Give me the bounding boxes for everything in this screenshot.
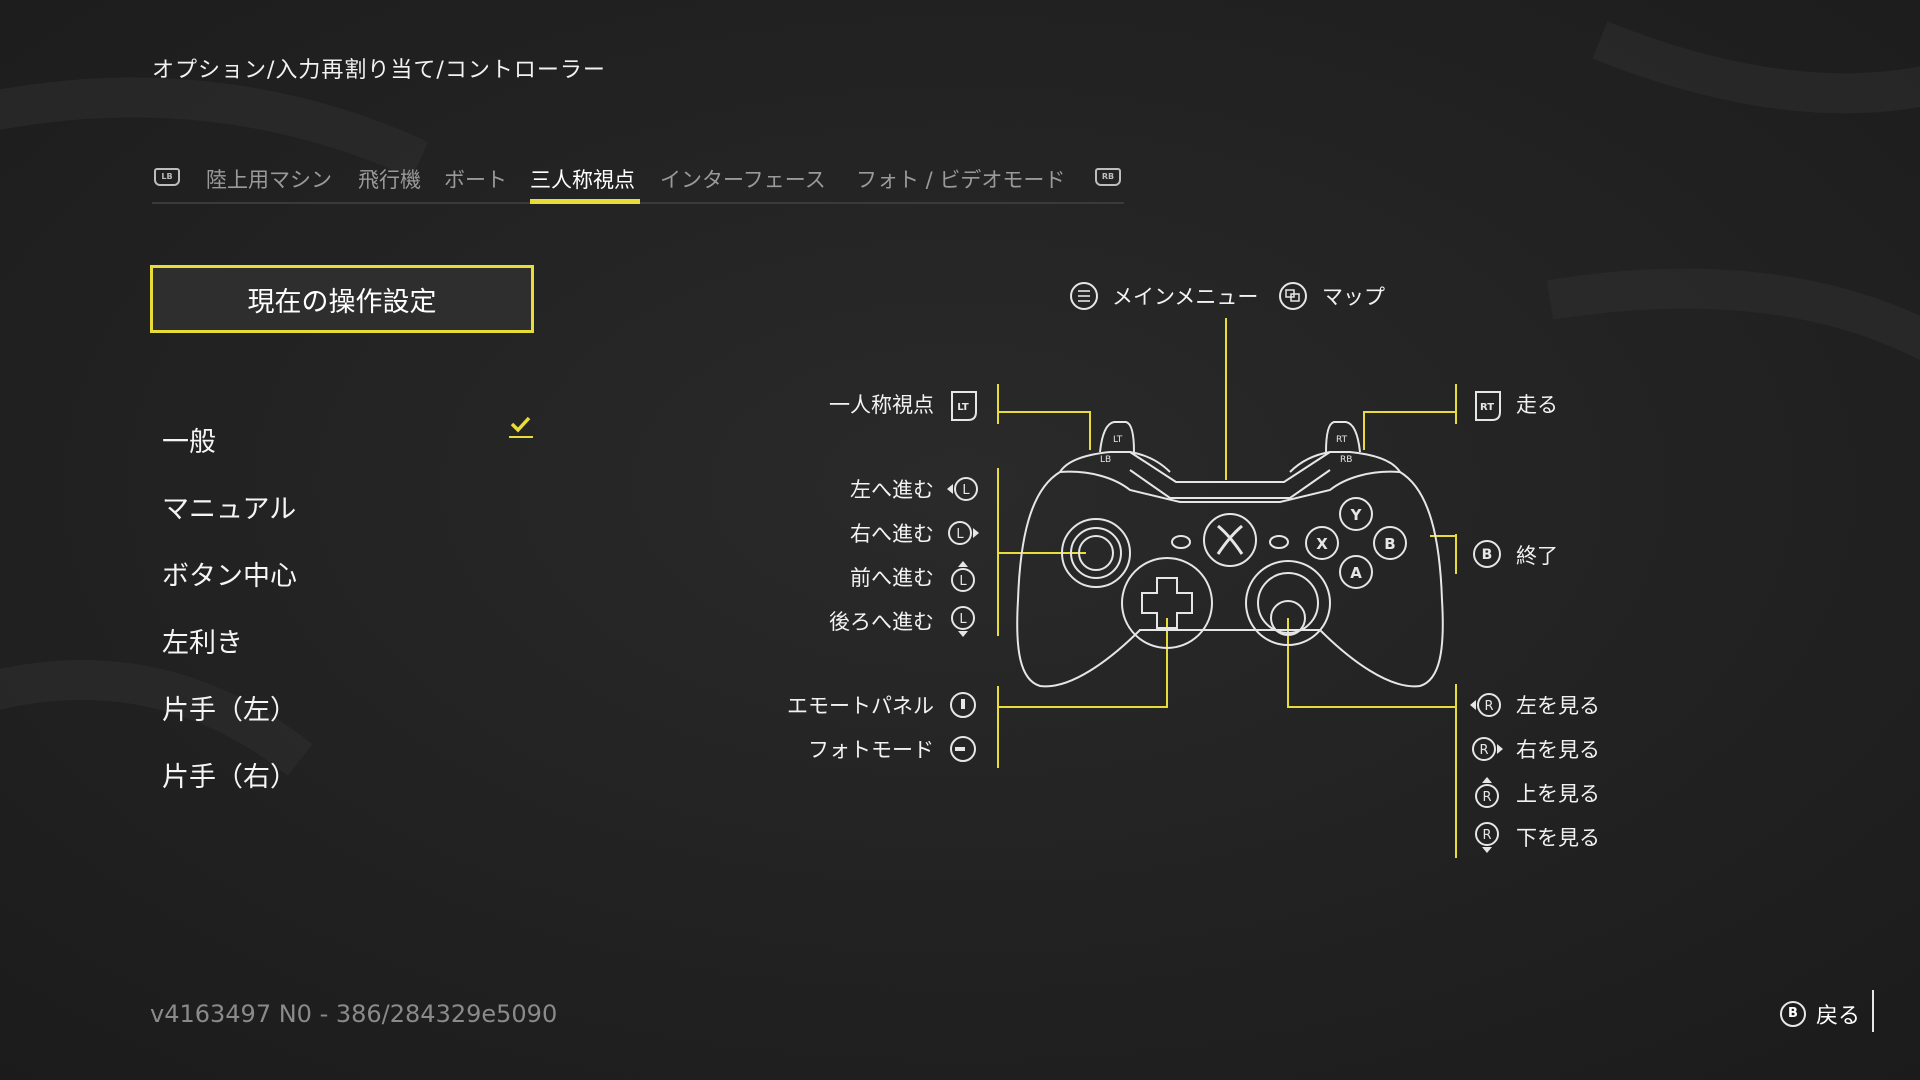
tab-boat[interactable]: ボート bbox=[444, 168, 507, 192]
label-emote: エモートパネル bbox=[787, 694, 934, 718]
right-stick-down-icon: R bbox=[1475, 822, 1499, 853]
b-button-icon: B bbox=[1780, 1001, 1806, 1027]
label-lt: 一人称視点 bbox=[829, 393, 934, 417]
checkmark-icon bbox=[509, 416, 533, 438]
preset-item-one-hand-left[interactable]: 片手（左） bbox=[162, 688, 542, 755]
preset-item-button-focused[interactable]: ボタン中心 bbox=[162, 554, 542, 621]
svg-text:L: L bbox=[956, 527, 964, 542]
svg-text:RB: RB bbox=[1340, 455, 1352, 465]
active-tab-underline bbox=[530, 199, 640, 204]
label-look-down: 下を見る bbox=[1516, 826, 1600, 850]
svg-text:R: R bbox=[1484, 699, 1493, 714]
label-move-back: 後ろへ進む bbox=[829, 610, 934, 634]
svg-text:L: L bbox=[959, 574, 967, 589]
svg-text:LB: LB bbox=[1100, 455, 1111, 465]
left-stick-down-icon: L bbox=[951, 606, 975, 637]
label-move-right: 右へ進む bbox=[850, 522, 934, 546]
right-stick-right-icon: R bbox=[1472, 737, 1503, 761]
left-stick-up-icon: L bbox=[951, 561, 975, 592]
tab-third-person[interactable]: 三人称視点 bbox=[530, 168, 635, 192]
rb-bumper-icon[interactable]: RB bbox=[1095, 168, 1121, 186]
preset-label: 一般 bbox=[162, 427, 216, 458]
svg-text:LT: LT bbox=[957, 402, 969, 413]
lt-trigger-icon: LT bbox=[951, 391, 977, 421]
label-look-left: 左を見る bbox=[1516, 694, 1600, 718]
menu-button-icon bbox=[1070, 282, 1098, 310]
tab-photo-video[interactable]: フォト / ビデオモード bbox=[856, 168, 1066, 192]
svg-text:L: L bbox=[959, 612, 967, 627]
label-look-right: 右を見る bbox=[1516, 738, 1600, 762]
preset-item-general[interactable]: 一般 bbox=[162, 416, 542, 487]
svg-text:RT: RT bbox=[1336, 435, 1348, 445]
preset-label: 片手（左） bbox=[162, 695, 297, 726]
back-divider bbox=[1872, 990, 1874, 1032]
tab-airplane[interactable]: 飛行機 bbox=[358, 168, 421, 192]
preset-item-one-hand-right[interactable]: 片手（右） bbox=[162, 755, 542, 822]
breadcrumb: オプション/入力再割り当て/コントローラー bbox=[152, 58, 606, 83]
y-button-icon: Y bbox=[1350, 506, 1363, 524]
right-stick-left-icon: R bbox=[1470, 693, 1501, 717]
label-map: マップ bbox=[1322, 285, 1385, 309]
current-settings-button[interactable]: 現在の操作設定 bbox=[150, 265, 534, 333]
svg-text:L: L bbox=[962, 483, 970, 498]
preset-label: マニュアル bbox=[162, 494, 297, 525]
preset-label: 片手（右） bbox=[162, 762, 297, 793]
preset-item-left-handed[interactable]: 左利き bbox=[162, 621, 542, 688]
preset-item-manual[interactable]: マニュアル bbox=[162, 487, 542, 554]
b-face-button-icon: B bbox=[1384, 535, 1395, 553]
label-move-forward: 前へ進む bbox=[850, 566, 934, 590]
svg-text:R: R bbox=[1479, 743, 1488, 758]
svg-text:RT: RT bbox=[1480, 402, 1494, 413]
label-photo: フォトモード bbox=[808, 738, 934, 762]
view-button-icon bbox=[1279, 282, 1307, 310]
back-button[interactable]: B 戻る bbox=[1780, 998, 1860, 1030]
tab-land-vehicle[interactable]: 陸上用マシン bbox=[206, 168, 332, 192]
b-button-icon: B bbox=[1473, 540, 1501, 568]
rt-trigger-icon: RT bbox=[1475, 391, 1501, 421]
label-look-up: 上を見る bbox=[1516, 782, 1600, 806]
a-button-icon: A bbox=[1350, 564, 1362, 582]
lb-bumper-icon[interactable]: LB bbox=[154, 168, 180, 186]
controller-outline: LT RT LB RB bbox=[1016, 421, 1444, 688]
label-b-button: 終了 bbox=[1516, 544, 1558, 568]
dpad-down-icon bbox=[950, 692, 976, 718]
back-label: 戻る bbox=[1816, 1004, 1861, 1029]
svg-text:R: R bbox=[1482, 828, 1491, 843]
right-stick-up-icon: R bbox=[1475, 777, 1499, 808]
tab-interface[interactable]: インターフェース bbox=[660, 168, 826, 192]
left-stick-right-icon: L bbox=[948, 521, 979, 545]
preset-label: ボタン中心 bbox=[162, 561, 297, 592]
left-stick-left-icon: L bbox=[947, 477, 978, 501]
label-main-menu: メインメニュー bbox=[1112, 285, 1258, 309]
label-rt: 走る bbox=[1516, 393, 1558, 417]
preset-label: 左利き bbox=[162, 628, 243, 659]
svg-text:R: R bbox=[1482, 790, 1491, 805]
svg-text:LT: LT bbox=[1113, 435, 1123, 445]
label-move-left: 左へ進む bbox=[850, 478, 934, 502]
x-button-icon: X bbox=[1316, 535, 1328, 553]
preset-list: 一般 マニュアル ボタン中心 左利き 片手（左） 片手（右） bbox=[162, 416, 542, 822]
version-string: v4163497 N0 - 386/284329e5090 bbox=[150, 1000, 558, 1028]
svg-text:B: B bbox=[1482, 547, 1493, 563]
dpad-left-icon bbox=[950, 736, 976, 762]
tab-bar: LB 陸上用マシン 飛行機 ボート 三人称視点 インターフェース フォト / ビ… bbox=[152, 160, 1124, 204]
